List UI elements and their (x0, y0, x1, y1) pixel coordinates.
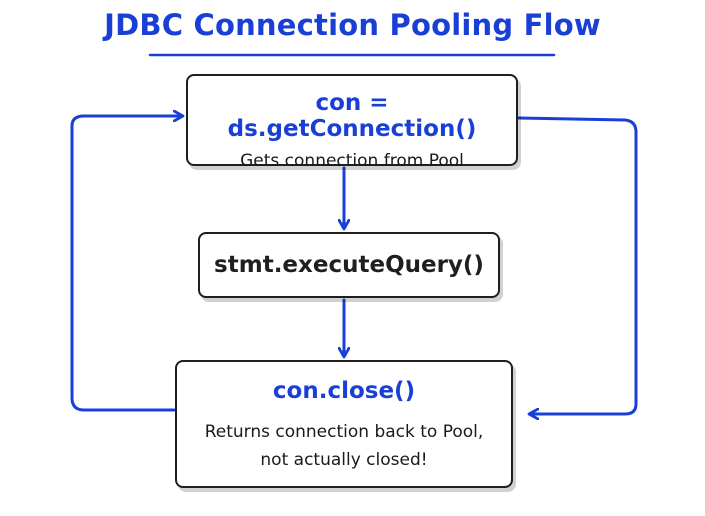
loop-arrow-icon (70, 116, 182, 412)
step-get-connection: con = ds.getConnection() Gets connection… (186, 74, 518, 171)
step-description: Returns connection back to Pool, not act… (177, 418, 511, 474)
step-code: stmt.executeQuery() (214, 252, 484, 278)
step-execute-query: stmt.executeQuery() (198, 232, 500, 298)
step-code: con.close() (272, 378, 416, 404)
step-code: con = ds.getConnection() (227, 90, 477, 142)
step-description: Gets connection from Pool (240, 151, 464, 171)
step-description-line: Returns connection back to Pool, (204, 422, 484, 442)
diagram-title: JDBC Connection Pooling Flow (104, 8, 601, 42)
step-close-connection: con.close() Returns connection back to P… (175, 360, 513, 488)
loop-arrow-icon (517, 116, 638, 414)
step-description-line: not actually closed! (260, 450, 428, 470)
